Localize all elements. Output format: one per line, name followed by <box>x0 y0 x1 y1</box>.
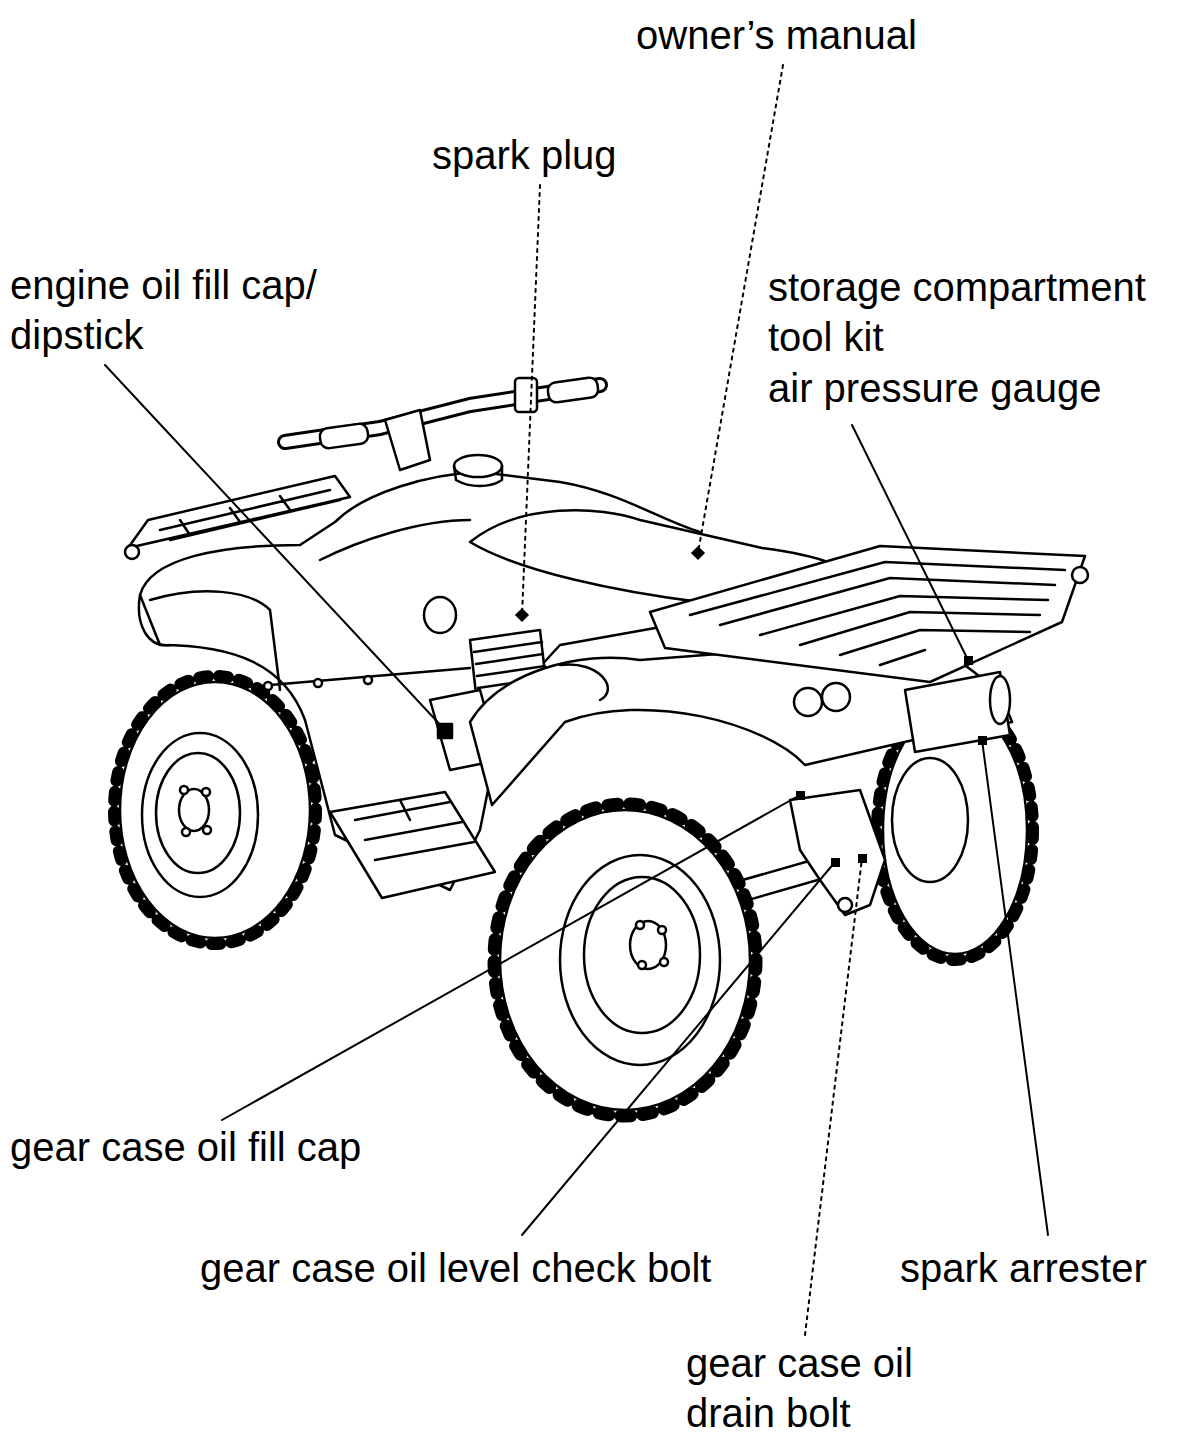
footpeg-slats <box>355 800 474 860</box>
tire <box>500 810 750 1110</box>
part-label: spark arrester <box>900 1243 1147 1293</box>
leader-end <box>831 858 840 867</box>
tire-tread <box>114 676 316 944</box>
leader-line <box>805 858 862 1335</box>
rim-inner <box>584 877 700 1033</box>
grip <box>547 377 599 404</box>
tire <box>120 682 310 938</box>
fastener <box>264 682 272 690</box>
rack-bars <box>160 490 340 540</box>
fuel-cap-side <box>454 466 502 486</box>
tail-light <box>822 683 850 711</box>
gear-case <box>790 790 885 915</box>
fastener <box>364 676 372 684</box>
front-wheel <box>114 676 316 944</box>
leader-end <box>796 791 805 800</box>
lug-nut <box>660 958 668 966</box>
leader-ends <box>441 546 987 867</box>
leader-line <box>222 795 800 1120</box>
lug-nut <box>203 826 211 834</box>
fuel-cap <box>454 455 502 477</box>
part-label: gear case oil fill cap <box>10 1122 361 1172</box>
rim-inner <box>156 753 240 873</box>
muffler-end <box>990 676 1010 724</box>
leader-end <box>441 726 450 735</box>
fastener <box>314 679 322 687</box>
muffler <box>905 672 1010 752</box>
fender-detail <box>560 664 608 700</box>
part-label: engine oil fill cap/ dipstick <box>10 260 390 360</box>
leader-end <box>964 656 973 665</box>
part-label: tool kit <box>768 312 884 362</box>
leader-end <box>978 736 987 745</box>
handlebars <box>285 377 600 470</box>
lug-nut <box>638 961 646 969</box>
throttle-housing <box>515 378 537 412</box>
rack-end <box>125 545 139 559</box>
footrest <box>330 792 495 898</box>
gear-case-bolt <box>838 898 852 912</box>
footpeg-plate <box>330 792 495 898</box>
rack-frame <box>650 546 1085 682</box>
leader-end <box>691 546 705 560</box>
rim <box>892 758 968 882</box>
leader-line <box>982 740 1048 1235</box>
tire-tread <box>494 804 756 1116</box>
fender-edge <box>139 520 470 690</box>
leader-line <box>522 185 540 615</box>
rear-near-wheel <box>494 804 756 1116</box>
meter <box>385 410 430 470</box>
leader-line <box>105 365 445 730</box>
rim <box>560 855 720 1065</box>
lug-nut <box>180 786 188 794</box>
part-label: air pressure gauge <box>768 363 1102 413</box>
part-label: owner’s manual <box>636 10 917 60</box>
rack-end <box>1072 567 1088 583</box>
part-label: storage compartment <box>768 262 1146 312</box>
leader-line <box>852 425 968 660</box>
leader-end <box>858 854 867 863</box>
lug-nut <box>658 926 666 934</box>
emblem <box>424 597 456 633</box>
part-label: spark plug <box>432 130 617 180</box>
lug-nut <box>202 788 210 796</box>
part-label: gear case oil level check bolt <box>200 1243 711 1293</box>
rack-bars <box>690 562 1065 665</box>
lug-nut <box>182 828 190 836</box>
tail-light <box>794 688 822 716</box>
leader-line <box>522 862 835 1235</box>
lug-nut <box>636 921 644 929</box>
grip <box>319 423 369 449</box>
part-label: gear case oil drain bolt <box>686 1338 946 1437</box>
hub <box>179 789 209 831</box>
rear-rack <box>650 546 1088 682</box>
rim <box>142 733 258 897</box>
leader-end <box>515 608 529 622</box>
